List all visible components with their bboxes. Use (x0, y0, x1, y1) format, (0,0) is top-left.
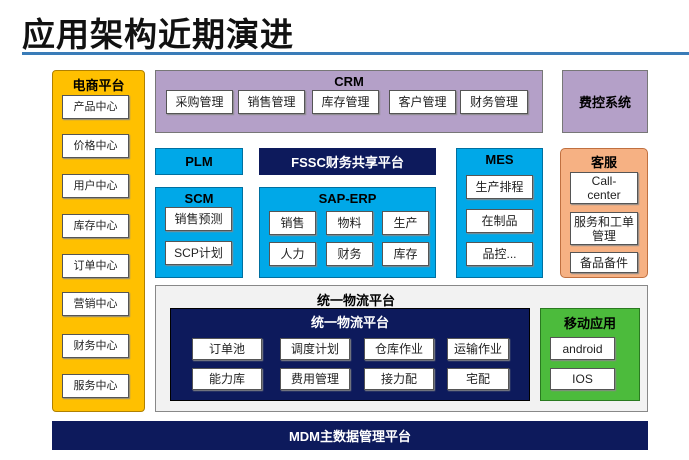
ecommerce-platform: 电商平台 (52, 70, 145, 412)
sap-item: 物料 (326, 211, 373, 235)
crm-label: CRM (334, 74, 364, 89)
mobile-item-ios: IOS (550, 368, 615, 390)
scm-label: SCM (184, 191, 214, 206)
sap-item: 销售 (269, 211, 316, 235)
logistics-item: 接力配 (364, 368, 434, 390)
crm-item: 库存管理 (312, 90, 379, 114)
crm-item: 客户管理 (389, 90, 456, 114)
crm-item: 财务管理 (460, 90, 528, 114)
logistics-outer-label: 统一物流平台 (316, 293, 395, 308)
sap-item: 生产 (382, 211, 429, 235)
mdm-platform: MDM主数据管理平台 (52, 421, 648, 450)
crm-item: 采购管理 (166, 90, 233, 114)
logistics-item: 宅配 (447, 368, 509, 390)
ecommerce-item: 营销中心 (62, 292, 129, 316)
crm-item: 销售管理 (238, 90, 305, 114)
scm-item: 销售预测 (165, 207, 232, 231)
fssc-platform: FSSC财务共享平台 (259, 148, 436, 175)
ecommerce-item: 库存中心 (62, 214, 129, 238)
ecommerce-label: 电商平台 (72, 78, 125, 93)
mobile-item-android: android (550, 337, 615, 360)
mes-item: 品控... (466, 242, 533, 266)
ecommerce-item: 用户中心 (62, 174, 129, 198)
title-divider (22, 52, 689, 55)
logistics-inner-label: 统一物流平台 (310, 315, 389, 330)
sap-item: 库存 (382, 242, 429, 266)
sap-erp-label: SAP-ERP (318, 191, 377, 206)
scm-item: SCP计划 (165, 241, 232, 265)
ecommerce-item: 服务中心 (62, 374, 129, 398)
ecommerce-item: 价格中心 (62, 134, 129, 158)
mes-item: 生产排程 (466, 175, 533, 199)
expense-control-system: 费控系统 (562, 70, 648, 133)
logistics-item: 订单池 (192, 338, 262, 360)
ecommerce-item: 产品中心 (62, 95, 129, 119)
logistics-item: 能力库 (192, 368, 262, 390)
customer-service-label: 客服 (590, 155, 617, 170)
mes-item: 在制品 (466, 209, 533, 233)
mes-label: MES (485, 152, 514, 167)
page-title: 应用架构近期演进 (22, 16, 294, 53)
service-item: 服务和工单管理 (570, 212, 638, 245)
ecommerce-item: 财务中心 (62, 334, 129, 358)
service-item: 备品备件 (570, 252, 638, 273)
plm-module: PLM (155, 148, 243, 175)
logistics-item: 运输作业 (447, 338, 509, 360)
logistics-item: 调度计划 (280, 338, 350, 360)
logistics-item: 费用管理 (280, 368, 350, 390)
mobile-apps-label: 移动应用 (563, 316, 616, 331)
service-item: Call-center (570, 172, 638, 204)
sap-item: 人力 (269, 242, 316, 266)
ecommerce-item: 订单中心 (62, 254, 129, 278)
logistics-item: 仓库作业 (364, 338, 434, 360)
sap-item: 财务 (326, 242, 373, 266)
